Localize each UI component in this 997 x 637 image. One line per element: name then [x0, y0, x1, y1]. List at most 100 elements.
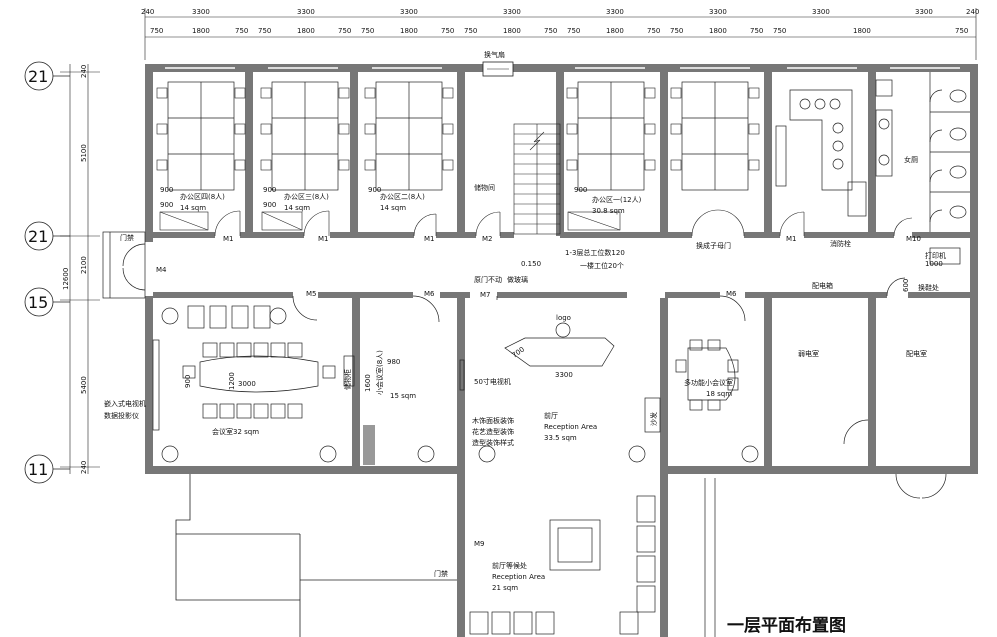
reception-en: Reception Area [544, 423, 597, 431]
seat-dim-2: 900 [160, 201, 173, 209]
dim-sub-3: 750 [258, 27, 271, 35]
seat-dim-1: 900 [160, 186, 173, 194]
left-dim-4: 5400 [80, 376, 88, 394]
dim-main-4: 3300 [503, 8, 521, 16]
dim-main-9: 240 [966, 8, 979, 16]
seat-dim-4: 900 [263, 201, 276, 209]
workstations-note: 1-3层总工位数120 [565, 248, 625, 257]
small-meeting-room-furniture [343, 295, 440, 463]
dim-sub-18: 750 [773, 27, 786, 35]
exhaust-fan-label: 换气扇 [484, 50, 505, 59]
dim-sub-8: 750 [441, 27, 454, 35]
projector-label: 数据投影仪 [104, 411, 139, 420]
door-note-2: 做玻璃 [507, 275, 528, 284]
floor1-note: 一楼工位20个 [580, 261, 624, 270]
dim-sub-13: 1800 [606, 27, 624, 35]
left-dim-1: 5100 [80, 144, 88, 162]
water-bar [775, 89, 867, 217]
exterior-ramp [175, 474, 457, 637]
dim-sub-6: 750 [361, 27, 374, 35]
dim-main-3: 3300 [400, 8, 418, 16]
waiting-name: 前厅等候处 [492, 561, 527, 570]
axis-label-11: 11 [28, 460, 48, 479]
plan-title: 一层平面布置图 [727, 615, 846, 636]
door-note-1: 原门不动 [474, 275, 502, 284]
printer-size: 1000 [925, 260, 943, 268]
elec-room-name: 配电室 [906, 349, 927, 358]
left-dim-2: 2100 [80, 256, 88, 274]
office4-name: 办公区四(8人) [180, 192, 225, 201]
dim-sub-7: 1800 [400, 27, 418, 35]
exhaust-fan [482, 61, 514, 77]
office1-area: 30.8 sqm [592, 207, 625, 215]
service-room-doors [843, 247, 961, 499]
office3-desks [271, 81, 339, 191]
exterior-walls [145, 64, 978, 637]
access-control-1: 门禁 [120, 233, 134, 242]
door-tag-m1b: M1 [318, 235, 329, 243]
workstations [167, 81, 749, 191]
small-meeting-width: 980 [387, 358, 400, 366]
door-tag-m5a: M5 [306, 290, 317, 298]
dim-sub-15: 750 [670, 27, 683, 35]
dim-sub-12: 750 [567, 27, 580, 35]
embedded-tv-label: 嵌入式电视机 [104, 399, 146, 408]
dim-sub-17: 750 [750, 27, 763, 35]
left-dim-3: 12600 [62, 268, 70, 290]
waiting-en: Reception Area [492, 573, 545, 581]
reception-desk-width: 3300 [555, 371, 573, 379]
office4-area: 14 sqm [180, 204, 206, 212]
dim-main-2: 3300 [297, 8, 315, 16]
dim-main-8: 3300 [915, 8, 933, 16]
office2-desks [375, 81, 443, 191]
meeting-name: 会议室32 sqm [212, 427, 259, 436]
change-door-note: 换成子母门 [696, 241, 731, 250]
dim-main-5: 3300 [606, 8, 624, 16]
door-tag-m1d: M1 [786, 235, 797, 243]
door-tag-m6a: M6 [424, 290, 435, 298]
meeting-seat-dim: 900 [184, 375, 192, 388]
door-tag-m4: M4 [156, 266, 167, 274]
office3-name: 办公区三(8人) [284, 192, 329, 201]
waiting-area-furniture [469, 478, 716, 637]
small-meeting-area: 15 sqm [390, 392, 416, 400]
left-dim-5: 240 [80, 461, 88, 474]
multi-meeting-area: 18 sqm [706, 390, 732, 398]
office1-desks [577, 81, 749, 191]
door-tag-m10: M10 [906, 235, 921, 243]
elevation-mark: 0.150 [521, 260, 541, 268]
dim-sub-11: 750 [544, 27, 557, 35]
dim-sub-19: 1800 [853, 27, 871, 35]
logo-label: logo [556, 314, 571, 322]
left-dimension-text: 240 5100 2100 12600 5400 240 [62, 65, 88, 474]
wall-finish-1: 木饰面板装饰 [472, 416, 514, 425]
dim-sub-0: 750 [150, 27, 163, 35]
dim-main-0: 240 [141, 8, 154, 16]
power-room-name: 弱电室 [798, 349, 819, 358]
access-control-2: 门禁 [434, 569, 448, 578]
dim-main-7: 3300 [812, 8, 830, 16]
reception-name: 前厅 [544, 411, 558, 420]
axis-label-21a: 21 [28, 67, 48, 86]
door-tag-m1c: M1 [424, 235, 435, 243]
staircase [513, 123, 561, 235]
printer-label: 打印机 [925, 251, 946, 260]
shoe-area-width: 600 [902, 279, 910, 292]
dim-sub-16: 1800 [709, 27, 727, 35]
multi-meeting-furniture [675, 295, 759, 463]
small-meeting-height: 1600 [364, 374, 372, 392]
office1-name: 办公区一(12人) [592, 195, 642, 204]
dim-main-6: 3300 [709, 8, 727, 16]
office3-area: 14 sqm [284, 204, 310, 212]
top-dimension-lines [144, 8, 977, 60]
axis-label-15: 15 [28, 293, 48, 312]
meeting-table-width: 1200 [228, 372, 236, 390]
office-cabinets [159, 211, 621, 231]
door-tag-m2: M2 [482, 235, 493, 243]
dim-sub-14: 750 [647, 27, 660, 35]
office2-area: 14 sqm [380, 204, 406, 212]
office-chairs [156, 87, 760, 171]
west-entrance [102, 231, 146, 299]
dim-sub-5: 750 [338, 27, 351, 35]
